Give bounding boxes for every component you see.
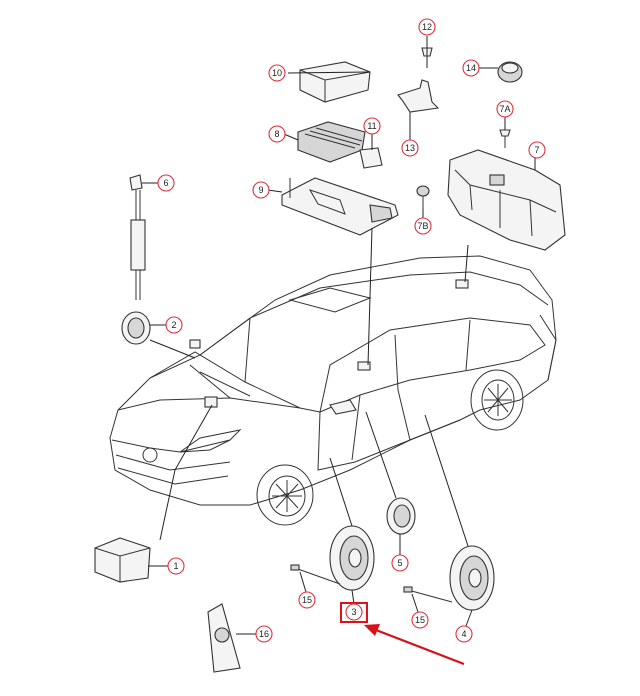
part-11-bracket: [359, 147, 383, 169]
callout-label: 7B: [417, 221, 428, 231]
callout-label: 9: [258, 185, 263, 195]
callout-3-highlight-box: [340, 602, 368, 623]
callout-5[interactable]: 5: [391, 554, 409, 572]
callout-15-right[interactable]: 15: [411, 611, 429, 629]
part-3-door-speaker: [329, 525, 375, 591]
callout-6[interactable]: 6: [157, 174, 175, 192]
callout-label: 7: [534, 145, 539, 155]
part-15-wire-b: [403, 586, 453, 603]
part-7b-nut: [416, 185, 430, 208]
part-8-amplifier: [297, 121, 366, 163]
part-7a-screw: [499, 129, 511, 148]
callout-label: 12: [422, 22, 432, 32]
callout-7[interactable]: 7: [528, 141, 546, 159]
callout-label: 1: [173, 561, 178, 571]
callout-16[interactable]: 16: [255, 625, 273, 643]
callout-label: 7A: [499, 104, 510, 114]
part-16-card: [207, 603, 241, 673]
callout-4[interactable]: 4: [455, 625, 473, 643]
car-body: [109, 255, 557, 526]
part-9-mounting-plate: [281, 177, 399, 236]
pointer-arrow: [364, 624, 465, 666]
callout-12[interactable]: 12: [418, 18, 436, 36]
part-15-wire-a: [290, 564, 341, 585]
callout-3[interactable]: 3: [340, 602, 368, 623]
callout-label: 14: [466, 63, 476, 73]
callout-label: 15: [415, 615, 425, 625]
callout-13[interactable]: 13: [401, 139, 419, 157]
callout-9[interactable]: 9: [252, 181, 270, 199]
part-5-speaker: [386, 497, 416, 535]
part-10-cover: [299, 61, 371, 103]
part-4-rear-speaker: [449, 545, 495, 611]
callout-label: 5: [397, 558, 402, 568]
callout-11[interactable]: 11: [363, 117, 381, 135]
part-1-control-unit: [94, 537, 151, 583]
callout-14[interactable]: 14: [462, 59, 480, 77]
callout-label: 15: [302, 595, 312, 605]
part-6-clip-and-rod: [129, 174, 146, 300]
part-2-tweeter: [121, 311, 151, 345]
callout-label: 4: [461, 629, 466, 639]
callout-7b[interactable]: 7B: [414, 217, 432, 235]
callout-label: 3: [351, 607, 356, 617]
callout-label: 10: [272, 68, 282, 78]
callout-label: 13: [405, 143, 415, 153]
callout-1[interactable]: 1: [167, 557, 185, 575]
part-14-cap: [497, 61, 523, 83]
part-13-bracket: [397, 79, 440, 113]
callout-10[interactable]: 10: [268, 64, 286, 82]
callout-7a[interactable]: 7A: [496, 100, 514, 118]
callout-2[interactable]: 2: [165, 316, 183, 334]
callout-label: 8: [274, 129, 279, 139]
callout-label: 16: [259, 629, 269, 639]
callout-label: 2: [171, 320, 176, 330]
callout-15-left[interactable]: 15: [298, 591, 316, 609]
leader-lines: [142, 36, 536, 635]
callout-8[interactable]: 8: [268, 125, 286, 143]
callout-label: 11: [367, 121, 376, 131]
callout-label: 6: [163, 178, 168, 188]
part-7-subwoofer-box: [447, 149, 566, 251]
